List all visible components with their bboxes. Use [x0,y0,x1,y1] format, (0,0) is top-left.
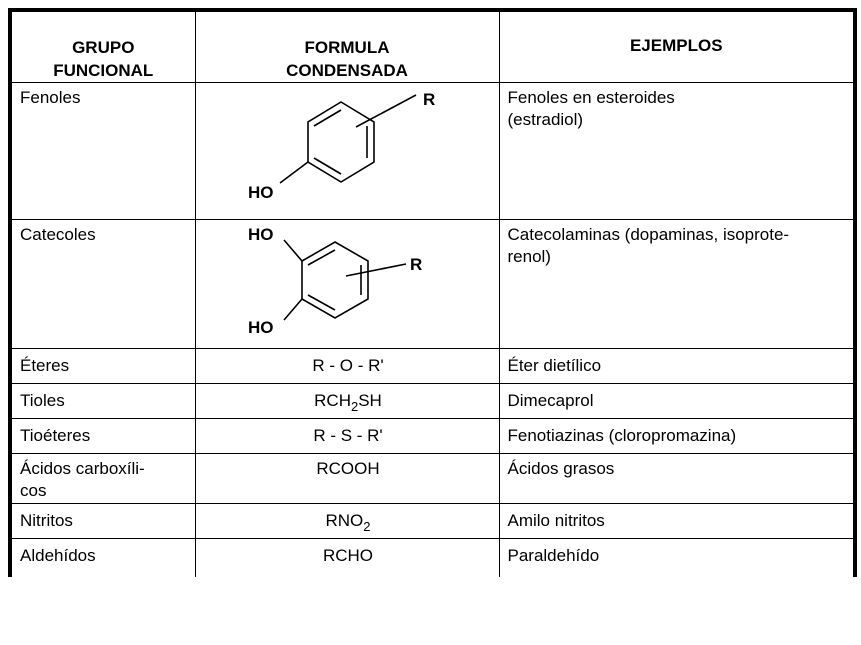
table-row: Aldehídos RCHO Paraldehído [9,538,856,577]
hydroxyl-label-top: HO [248,225,274,244]
hydroxyl-label: HO [248,183,274,202]
cell-formula: RNO2 [194,503,500,539]
cell-grupo: Ácidos carboxíli- cos [9,453,196,504]
cell-formula: RCHO [194,538,500,577]
phenol-structure: R HO [194,82,500,220]
cell-ejemplos: Catecolaminas (dopaminas, isoprote- reno… [498,219,856,349]
cell-ejemplos: Amilo nitritos [498,503,856,539]
phenol-structure-drawing: R HO [248,90,435,202]
cell-formula: RCH2SH [194,383,500,419]
r-substituent-label: R [423,90,435,109]
table-row: Tioéteres R - S - R' Fenotiazinas (cloro… [9,418,856,454]
table-row: Catecoles HO R HO C [9,219,856,349]
table-row: Fenoles R HO Fenoles en esteroides (estr… [9,82,856,220]
catechol-structure-drawing: HO R HO [248,225,422,337]
cell-grupo: Fenoles [9,82,196,220]
table-row: Nitritos RNO2 Amilo nitritos [9,503,856,539]
header-formula-condensada: FORMULA CONDENSADA [194,9,500,83]
cell-grupo: Éteres [9,348,196,384]
cell-ejemplos: Éter dietílico [498,348,856,384]
cell-ejemplos: Paraldehído [498,538,856,577]
cell-formula: RCOOH [194,453,500,504]
hydroxyl-label-bottom: HO [248,318,274,337]
header-ejemplos: EJEMPLOS [498,9,856,83]
cell-grupo: Aldehídos [9,538,196,577]
cell-formula: R - O - R' [194,348,500,384]
cell-ejemplos: Dimecaprol [498,383,856,419]
cell-ejemplos: Fenotiazinas (cloropromazina) [498,418,856,454]
catechol-structure: HO R HO [194,219,500,349]
r-substituent-label: R [410,255,422,274]
cell-grupo: Catecoles [9,219,196,349]
table-row: Ácidos carboxíli- cos RCOOH Ácidos graso… [9,453,856,504]
table-row: Tioles RCH2SH Dimecaprol [9,383,856,419]
table-header-row: GRUPO FUNCIONAL FORMULA CONDENSADA EJEMP… [9,9,856,83]
functional-groups-table: GRUPO FUNCIONAL FORMULA CONDENSADA EJEMP… [8,8,857,577]
cell-ejemplos: Fenoles en esteroides (estradiol) [498,82,856,220]
cell-grupo: Tioles [9,383,196,419]
cell-formula: R - S - R' [194,418,500,454]
table-row: Éteres R - O - R' Éter dietílico [9,348,856,384]
header-grupo-funcional: GRUPO FUNCIONAL [9,9,196,83]
cell-grupo: Nitritos [9,503,196,539]
cell-ejemplos: Ácidos grasos [498,453,856,504]
cell-grupo: Tioéteres [9,418,196,454]
